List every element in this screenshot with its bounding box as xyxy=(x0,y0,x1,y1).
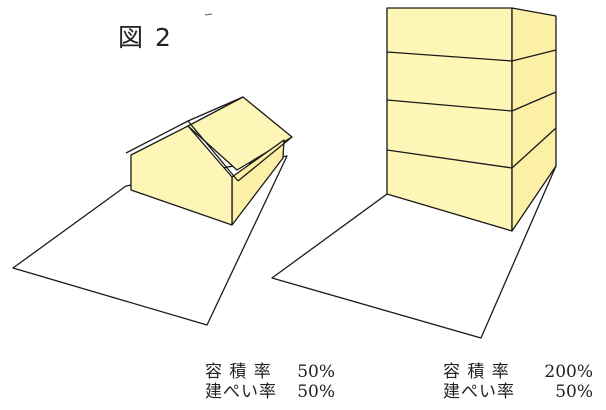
house-roof-edge xyxy=(237,136,293,182)
house-front-wall xyxy=(130,125,233,226)
tower-floor-line xyxy=(511,49,557,62)
floor-area-ratio-value: 50% xyxy=(297,362,335,382)
house-caption: 容 積 率 50% 建ぺい率 50% xyxy=(205,362,335,402)
building-coverage-label: 建ぺい率 xyxy=(443,382,515,402)
tower-side-face xyxy=(511,7,557,232)
building-coverage-label: 建ぺい率 xyxy=(205,382,277,402)
tower-far-row: 容 積 率 200% xyxy=(443,362,593,382)
house-bcr-row: 建ぺい率 50% xyxy=(205,382,335,402)
tower-floor-line xyxy=(511,91,557,112)
tower-illustration xyxy=(271,7,557,339)
floor-area-ratio-value: 200% xyxy=(544,362,593,382)
tower-caption: 容 積 率 200% 建ぺい率 50% xyxy=(443,362,593,402)
tower-floor-line xyxy=(511,127,557,169)
tower-bcr-row: 建ぺい率 50% xyxy=(443,382,593,402)
tower-floor-line xyxy=(386,99,513,112)
house-roof-ridge xyxy=(187,96,244,122)
building-coverage-value: 50% xyxy=(555,382,593,402)
floor-area-ratio-label: 容 積 率 xyxy=(443,362,510,382)
tower-floor-line xyxy=(386,51,513,62)
tower-front-face xyxy=(386,7,513,232)
house-illustration xyxy=(12,96,293,326)
stray-mark xyxy=(204,13,213,16)
figure-title: 図 2 xyxy=(118,23,173,52)
floor-area-ratio-label: 容 積 率 xyxy=(205,362,272,382)
building-coverage-value: 50% xyxy=(297,382,335,402)
tower-floor-line xyxy=(386,149,513,169)
house-far-row: 容 積 率 50% xyxy=(205,362,335,382)
